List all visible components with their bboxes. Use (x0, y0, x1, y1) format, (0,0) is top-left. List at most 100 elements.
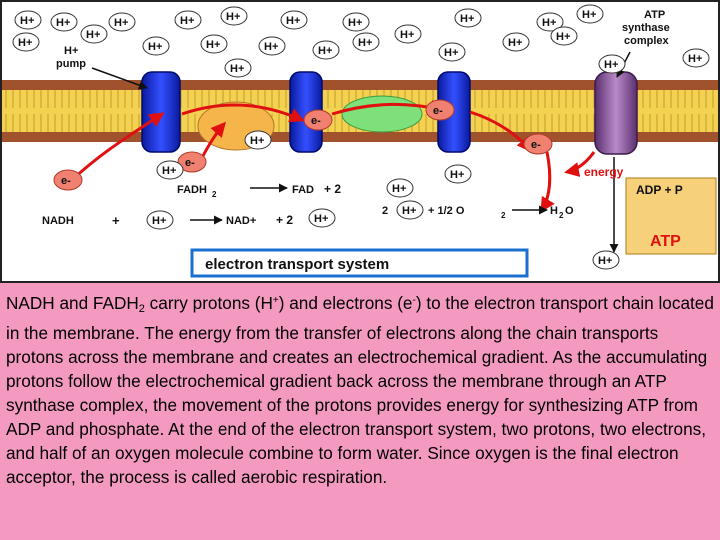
diagram-frame: H+ pump ATP synthase complex FADH 2 FAD … (0, 0, 720, 283)
svg-text:H+: H+ (56, 17, 70, 29)
svg-text:H+: H+ (162, 165, 176, 177)
svg-text:H+: H+ (180, 15, 194, 27)
arrow-electron-1-2 (181, 103, 305, 123)
proton-15: H+ (80, 24, 108, 44)
proton-6: H+ (280, 10, 308, 30)
svg-text:H+: H+ (460, 13, 474, 25)
proton-23: H+ (224, 58, 252, 78)
svg-text:e-: e- (433, 105, 443, 117)
caption-part-1: NADH and FADH (6, 293, 139, 313)
svg-text:H+: H+ (348, 17, 362, 29)
svg-text:H+: H+ (114, 17, 128, 29)
membrane-bottom-heads (2, 132, 718, 142)
fad-label: FAD (292, 184, 314, 196)
title-box (190, 248, 529, 278)
arrow-energy-flow (564, 151, 596, 177)
svg-text:H+: H+ (556, 31, 570, 43)
fadh2-label: FADH (177, 184, 207, 196)
svg-text:H+: H+ (206, 39, 220, 51)
proton-22: H+ (598, 54, 626, 74)
proton-17: H+ (200, 34, 228, 54)
proton-20: H+ (438, 42, 466, 62)
proton-29: H+ (146, 210, 174, 230)
caption-part-3: ) and electrons (e (278, 293, 413, 313)
svg-text:H+: H+ (318, 45, 332, 57)
water-half-o2: + 1/2 O (428, 205, 465, 217)
h2o-o: O (565, 205, 574, 217)
svg-text:H+: H+ (444, 47, 458, 59)
nad-plus-2: + 2 (276, 213, 293, 227)
svg-text:H+: H+ (152, 215, 166, 227)
proton-19: H+ (312, 40, 340, 60)
protons-layer: H+H+H+H+H+H+H+H+H+H+H+H+H+H+H+H+H+H+H+H+… (12, 4, 710, 270)
electron-3: e- (177, 151, 207, 173)
electron-5: e- (523, 133, 553, 155)
fadh2-subscript: 2 (212, 190, 217, 199)
svg-text:H+: H+ (148, 41, 162, 53)
caption-paragraph: NADH and FADH2 carry protons (H+) and el… (6, 291, 716, 489)
nadh-label: NADH (42, 215, 74, 227)
electron-1: e- (303, 109, 333, 131)
carrier-oval-green (341, 95, 423, 133)
proton-24: H+ (352, 32, 380, 52)
h-pump-label-line1: H+ (64, 45, 78, 57)
proton-13: H+ (682, 48, 710, 68)
svg-text:H+: H+ (230, 63, 244, 75)
svg-text:H+: H+ (392, 183, 406, 195)
svg-text:H+: H+ (264, 41, 278, 53)
svg-text:H+: H+ (402, 205, 416, 217)
proton-7: H+ (342, 12, 370, 32)
proton-10: H+ (502, 32, 530, 52)
caption-sup-minus: - (412, 295, 416, 306)
atp-label: ATP (650, 233, 681, 250)
electron-2: e- (425, 99, 455, 121)
svg-text:H+: H+ (688, 53, 702, 65)
atp-synthase-label-line1: ATP (644, 9, 665, 21)
nadh-plus: + (112, 213, 120, 228)
proton-18: H+ (258, 36, 286, 56)
proton-31: H+ (396, 200, 424, 220)
caption-part-2: carry protons (H (144, 293, 273, 313)
proton-16: H+ (142, 36, 170, 56)
proton-1: H+ (14, 10, 42, 30)
svg-text:H+: H+ (314, 213, 328, 225)
h2o-label: H (550, 205, 558, 217)
proton-27: H+ (444, 164, 472, 184)
proton-21: H+ (550, 26, 578, 46)
electrons-layer: e-e-e-e-e- (53, 99, 553, 191)
proton-14: H+ (12, 32, 40, 52)
atp-synthase-label-line2: synthase (622, 22, 670, 34)
nad-plus-label: NAD+ (226, 215, 256, 227)
proton-11: H+ (536, 12, 564, 32)
proton-2: H+ (50, 12, 78, 32)
protein-complex-1 (141, 71, 181, 153)
svg-text:H+: H+ (598, 255, 612, 267)
proton-30: H+ (308, 208, 336, 228)
svg-text:H+: H+ (20, 15, 34, 27)
svg-text:H+: H+ (86, 29, 100, 41)
proton-9: H+ (454, 8, 482, 28)
proton-26: H+ (156, 160, 184, 180)
svg-text:e-: e- (185, 157, 195, 169)
svg-text:e-: e- (311, 115, 321, 127)
proton-28: H+ (386, 178, 414, 198)
arrow-nadh-electron (70, 112, 165, 182)
o2-subscript: 2 (501, 211, 506, 220)
atp-synthase-complex (594, 71, 638, 155)
adp-p-label: ADP + P (636, 183, 683, 197)
svg-text:H+: H+ (18, 37, 32, 49)
caption-part-4: ) to the electron transport chain locate… (6, 293, 714, 487)
svg-text:H+: H+ (508, 37, 522, 49)
proton-4: H+ (174, 10, 202, 30)
proton-3: H+ (108, 12, 136, 32)
svg-text:e-: e- (61, 175, 71, 187)
svg-text:H+: H+ (250, 135, 264, 147)
svg-text:H+: H+ (286, 15, 300, 27)
svg-text:H+: H+ (400, 29, 414, 41)
svg-text:H+: H+ (358, 37, 372, 49)
svg-text:H+: H+ (542, 17, 556, 29)
svg-text:e-: e- (531, 139, 541, 151)
energy-label: energy (584, 165, 624, 179)
h-pump-pointer (91, 67, 148, 90)
